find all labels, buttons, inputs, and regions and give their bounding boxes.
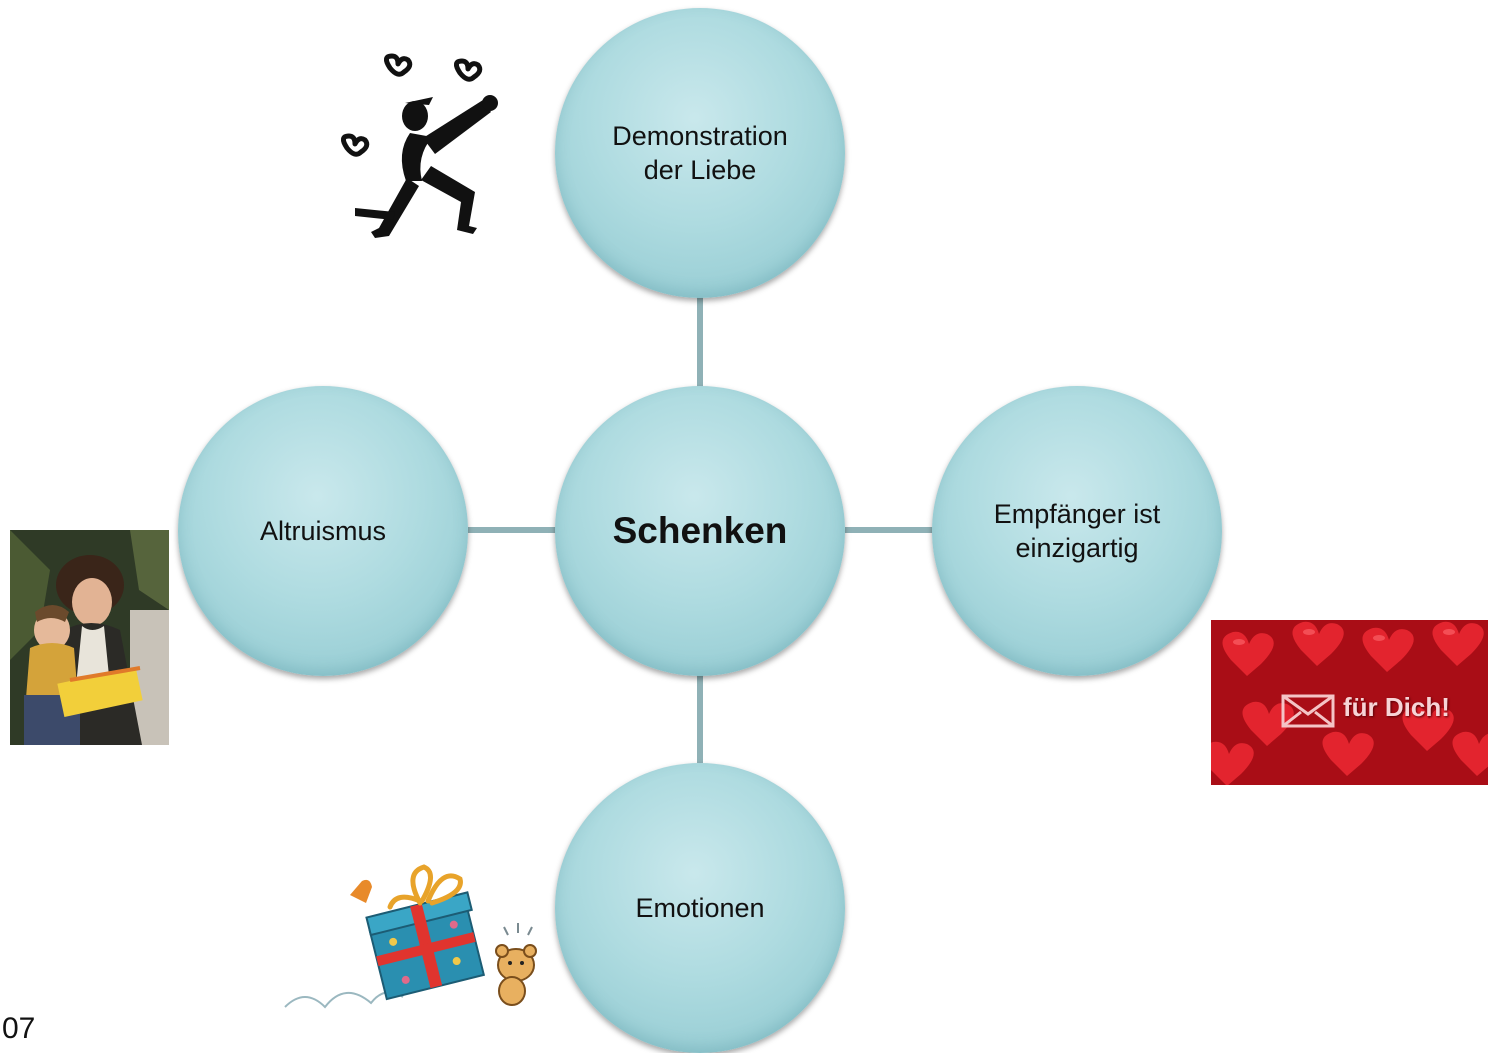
connector-top bbox=[697, 295, 703, 387]
node-schenken: Schenken bbox=[555, 386, 845, 676]
grandmother-child-photo bbox=[10, 530, 169, 745]
node-emotionen: Emotionen bbox=[555, 763, 845, 1053]
node-label: Empfänger ist einzigartig bbox=[993, 499, 1161, 563]
node-empfaenger: Empfänger ist einzigartig bbox=[932, 386, 1222, 676]
red-hearts-card: für Dich! bbox=[1211, 620, 1488, 785]
center-label: Schenken bbox=[612, 510, 788, 551]
kneeling-figure-hearts-image bbox=[335, 48, 510, 248]
connector-bottom bbox=[697, 675, 703, 763]
connector-right bbox=[845, 527, 933, 533]
node-demonstration: Demonstration der Liebe bbox=[555, 8, 845, 298]
node-label: Demonstration der Liebe bbox=[612, 121, 788, 185]
connector-left bbox=[468, 527, 556, 533]
node-label: Altruismus bbox=[259, 516, 387, 546]
bouncing-gift-teddy-image bbox=[280, 855, 550, 1015]
page-number: 07 bbox=[2, 1012, 36, 1045]
node-altruismus: Altruismus bbox=[178, 386, 468, 676]
card-text: für Dich! bbox=[1343, 692, 1450, 722]
node-label: Emotionen bbox=[635, 893, 765, 923]
